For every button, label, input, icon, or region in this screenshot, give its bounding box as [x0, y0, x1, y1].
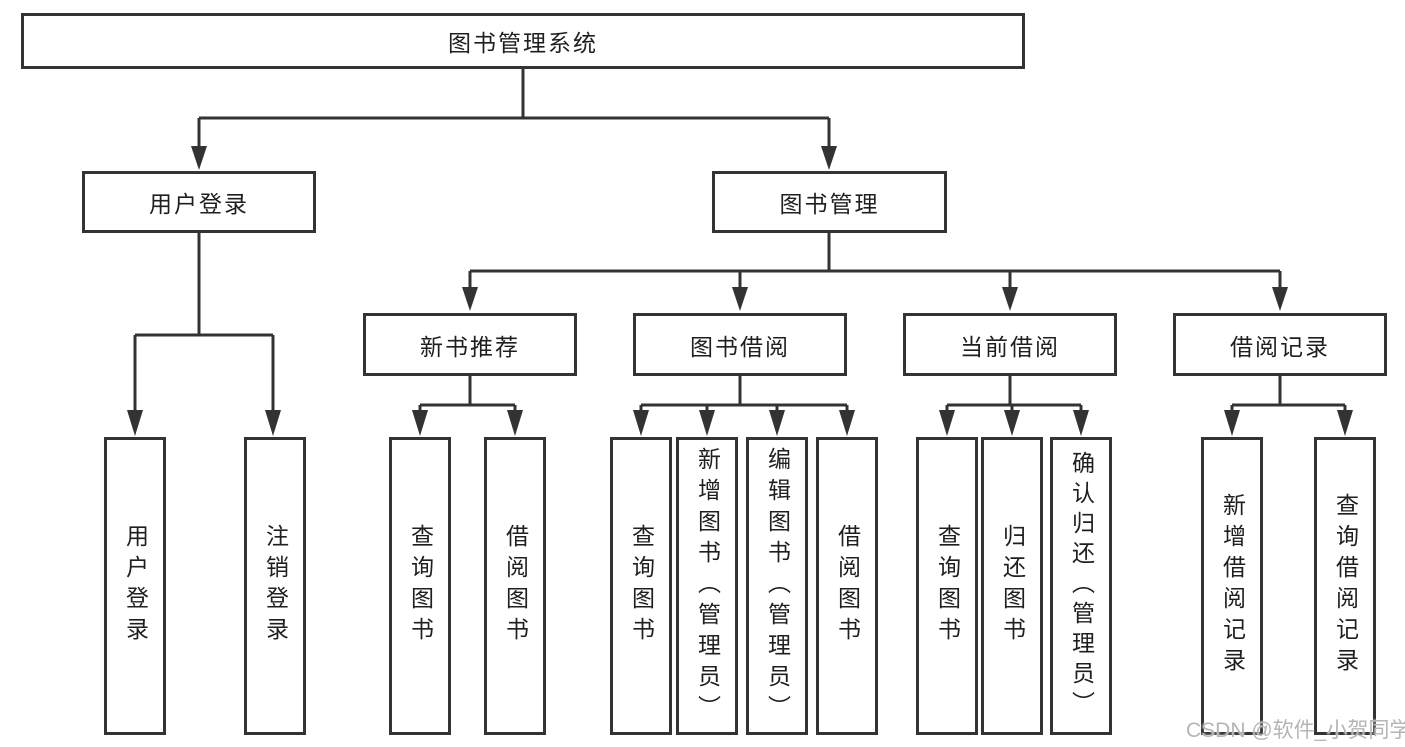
- leaf-confirm-return-admin-label: 确认归还（管理员）: [1068, 451, 1095, 721]
- node-book-borrowing-label: 图书借阅: [690, 333, 790, 360]
- leaf-query-books-current: 查询图书: [916, 437, 978, 735]
- node-library-system: 图书管理系统: [21, 13, 1025, 69]
- leaf-user-login: 用户登录: [104, 437, 166, 735]
- node-book-borrowing: 图书借阅: [633, 313, 847, 376]
- leaf-borrow-books-recommend: 借阅图书: [484, 437, 546, 735]
- leaf-add-book-admin: 新增图书（管理员）: [676, 437, 738, 735]
- node-current-borrowing: 当前借阅: [903, 313, 1117, 376]
- node-user-login-label: 用户登录: [149, 191, 249, 217]
- leaf-return-book-label: 归还图书: [999, 524, 1026, 648]
- leaf-confirm-return-admin: 确认归还（管理员）: [1050, 437, 1112, 735]
- leaf-query-books-recommend: 查询图书: [389, 437, 451, 735]
- node-user-login: 用户登录: [82, 171, 316, 233]
- leaf-query-books-borrowing-label: 查询图书: [628, 524, 655, 648]
- node-book-management-label: 图书管理: [779, 191, 880, 217]
- leaf-borrow-books-recommend-label: 借阅图书: [502, 524, 529, 648]
- node-borrowing-records-label: 借阅记录: [1230, 333, 1330, 360]
- leaf-query-borrow-record: 查询借阅记录: [1314, 437, 1376, 735]
- leaf-query-books-borrowing: 查询图书: [610, 437, 672, 735]
- node-book-management: 图书管理: [712, 171, 947, 233]
- leaf-edit-book-admin-label: 编辑图书（管理员）: [764, 446, 791, 726]
- node-new-book-recommend-label: 新书推荐: [420, 333, 520, 360]
- leaf-return-book: 归还图书: [981, 437, 1043, 735]
- leaf-edit-book-admin: 编辑图书（管理员）: [746, 437, 808, 735]
- leaf-query-books-recommend-label: 查询图书: [407, 524, 434, 648]
- node-library-system-label: 图书管理系统: [448, 30, 598, 56]
- leaf-add-borrow-record-label: 新增借阅记录: [1219, 493, 1246, 679]
- leaf-query-borrow-record-label: 查询借阅记录: [1332, 493, 1359, 679]
- leaf-user-login-label: 用户登录: [122, 524, 149, 648]
- leaf-borrow-books-borrowing: 借阅图书: [816, 437, 878, 735]
- leaf-add-book-admin-label: 新增图书（管理员）: [694, 446, 721, 726]
- leaf-borrow-books-borrowing-label: 借阅图书: [834, 524, 861, 648]
- leaf-logout-label: 注销登录: [262, 524, 289, 648]
- node-current-borrowing-label: 当前借阅: [960, 333, 1060, 360]
- node-borrowing-records: 借阅记录: [1173, 313, 1387, 376]
- leaf-add-borrow-record: 新增借阅记录: [1201, 437, 1263, 735]
- watermark: CSDN @软件_小贺同学: [1186, 719, 1405, 742]
- node-new-book-recommend: 新书推荐: [363, 313, 577, 376]
- leaf-logout: 注销登录: [244, 437, 306, 735]
- leaf-query-books-current-label: 查询图书: [934, 524, 961, 648]
